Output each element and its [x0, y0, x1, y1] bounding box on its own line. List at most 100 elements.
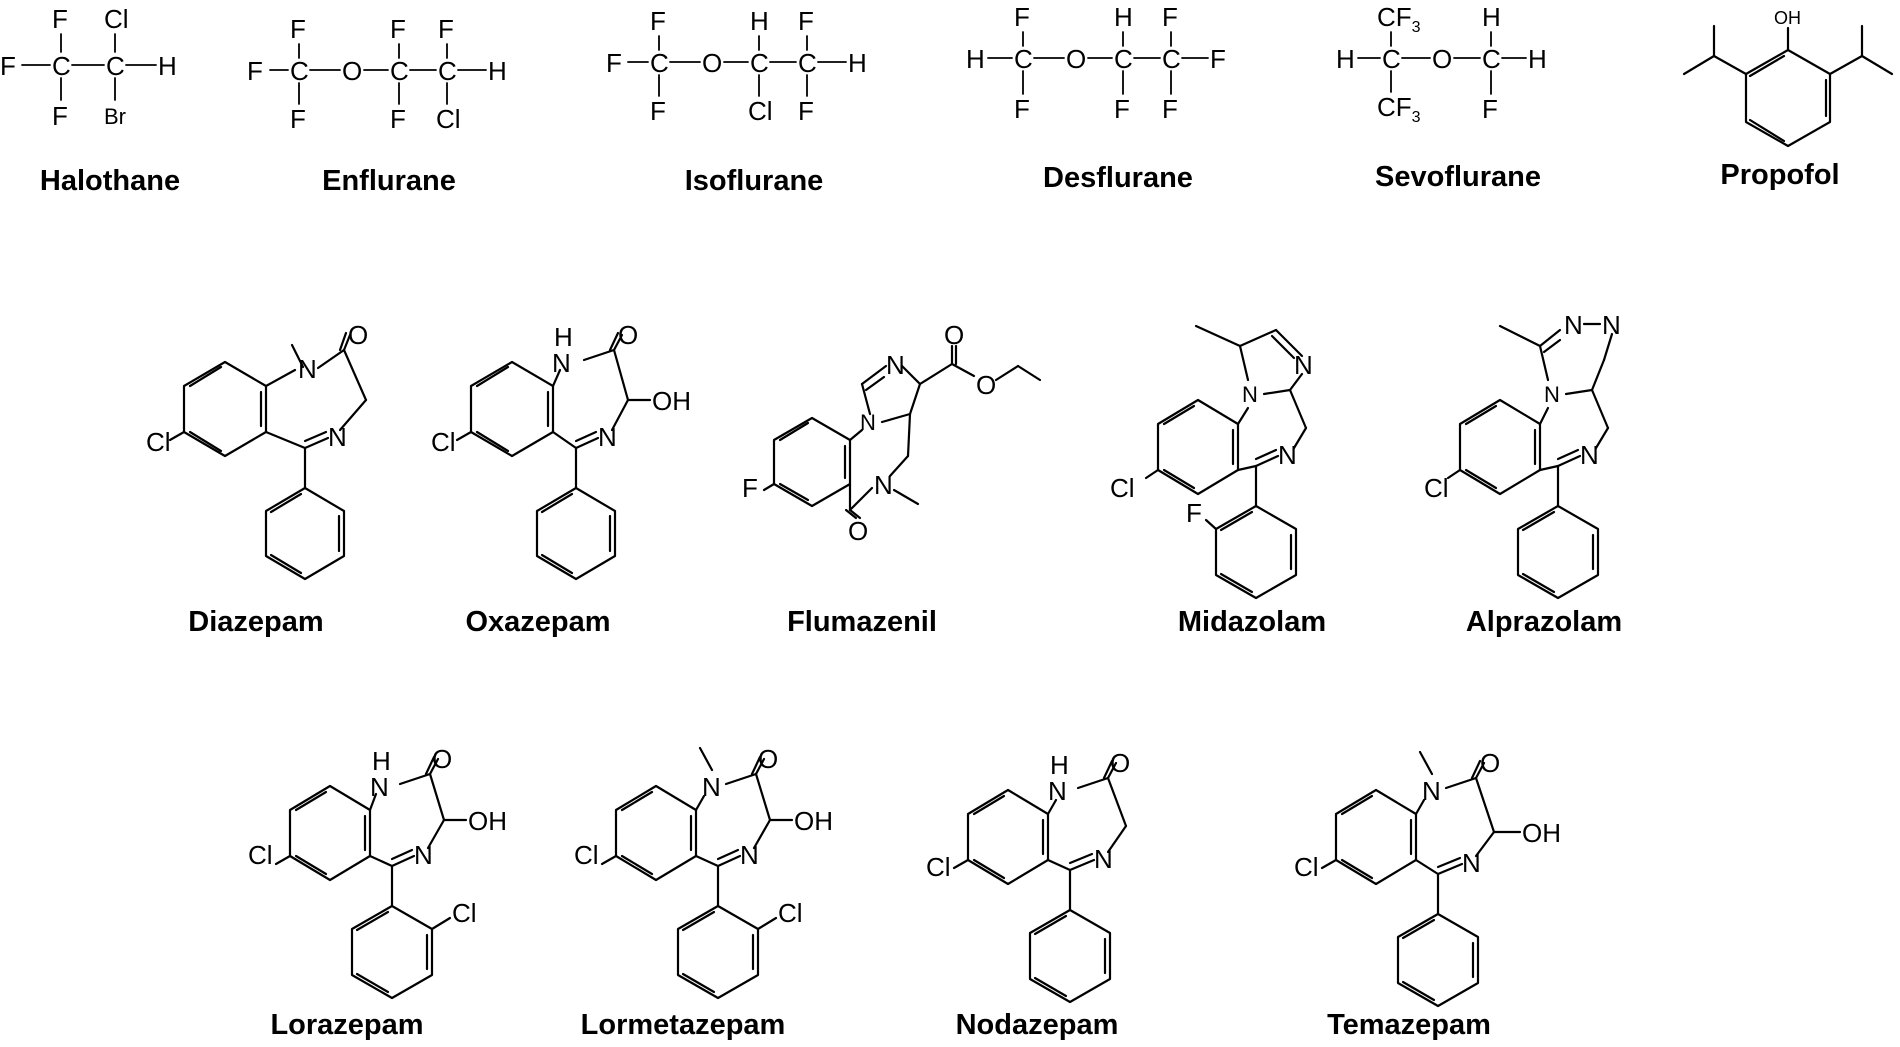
atom-label: H [1114, 2, 1133, 32]
atom-label: N [1242, 382, 1258, 407]
atom-label: F [0, 51, 16, 81]
atom-label: F [1482, 94, 1498, 124]
compound-name: Enflurane [322, 165, 456, 197]
atom-label: Cl [146, 427, 171, 457]
atom-label: N [1422, 776, 1441, 806]
atom-label: OH [1522, 818, 1561, 848]
atom-label: O [1480, 748, 1500, 778]
atom-label: OH [652, 386, 691, 416]
atom-label: F [438, 14, 454, 44]
atom-label: O [1066, 44, 1086, 74]
atom-label: O [348, 320, 368, 350]
atom-label: N [1544, 382, 1560, 407]
atom-label: F [1162, 94, 1178, 124]
atom-label: C [1382, 44, 1401, 74]
halothane-structure: F Cl F C C H F Br [0, 4, 177, 131]
atom-label: H [848, 48, 867, 78]
atom-label: Cl [248, 840, 273, 870]
atom-label: O [848, 516, 868, 546]
atom-label: H [488, 56, 507, 86]
atom-label: Cl [748, 96, 773, 126]
compound-name: Diazepam [188, 606, 323, 638]
atom-label: N [702, 772, 721, 802]
atom-label: H [372, 746, 391, 776]
lorazepam-structure: H N O OH N Cl Cl [248, 744, 507, 1000]
atom-label: F [606, 48, 622, 78]
atom-label: N [328, 422, 347, 452]
atom-label: CF3 [1377, 2, 1421, 36]
atom-label: O [1110, 748, 1130, 778]
atom-label: F [798, 6, 814, 36]
atom-label: F [650, 96, 666, 126]
atom-label: C [1014, 44, 1033, 74]
compound-name: Isoflurane [685, 165, 824, 197]
nodazepam-structure: H N O N Cl [926, 748, 1130, 1004]
compound-name: Flumazenil [787, 606, 937, 638]
atom-label: N [886, 350, 905, 380]
compound-name: Lormetazepam [581, 1009, 786, 1041]
atom-label: N [1564, 310, 1583, 340]
atom-label: C [52, 51, 71, 81]
atom-label: N [1048, 776, 1067, 806]
atom-label: F [1014, 94, 1030, 124]
atom-label: N [874, 470, 893, 500]
atom-label: Cl [431, 427, 456, 457]
alprazolam-structure: N N N N Cl [1424, 310, 1621, 600]
atom-label: C [1162, 44, 1181, 74]
atom-label: F [1114, 94, 1130, 124]
atom-label: F [1014, 2, 1030, 32]
atom-label: F [52, 101, 68, 131]
atom-label: C [438, 56, 457, 86]
compound-name: Sevoflurane [1375, 161, 1541, 193]
flumazenil-structure: O O N N N O F [742, 320, 1042, 546]
atom-label: N [298, 354, 317, 384]
atom-label: F [390, 104, 406, 134]
atom-label: Cl [778, 898, 803, 928]
atom-label: C [1482, 44, 1501, 74]
atom-label: N [740, 840, 759, 870]
atom-label: C [390, 56, 409, 86]
atom-label: O [432, 744, 452, 774]
atom-label: H [1336, 44, 1355, 74]
atom-label: N [598, 422, 617, 452]
atom-label: OH [794, 806, 833, 836]
atom-label: F [798, 96, 814, 126]
atom-label: N [370, 772, 389, 802]
atom-label: N [860, 410, 876, 435]
atom-label: O [944, 320, 964, 350]
atom-label: N [1602, 310, 1621, 340]
atom-label: H [966, 44, 985, 74]
atom-label: N [414, 840, 433, 870]
atom-label: C [106, 51, 125, 81]
atom-label: N [1294, 350, 1313, 380]
compound-name: Midazolam [1178, 606, 1326, 638]
atom-label: Cl [1110, 473, 1135, 503]
atom-label: N [552, 348, 571, 378]
atom-label: O [702, 48, 722, 78]
atom-label: C [650, 48, 669, 78]
atom-label: Cl [1424, 473, 1449, 503]
atom-label: Cl [926, 852, 951, 882]
atom-label: O [342, 56, 362, 86]
atom-label: Cl [1294, 852, 1319, 882]
atom-label: OH [1774, 8, 1801, 28]
atom-label: O [976, 370, 996, 400]
atom-label: Cl [436, 104, 461, 134]
atom-label: OH [468, 806, 507, 836]
oxazepam-structure: H N O OH N Cl [431, 320, 691, 581]
atom-label: F [742, 473, 758, 503]
compound-name: Propofol [1720, 159, 1839, 191]
lormetazepam-structure: N O OH N Cl Cl [574, 744, 833, 1000]
atom-label: N [1278, 440, 1297, 470]
atom-label: CF3 [1377, 92, 1421, 126]
isoflurane-structure: F H F F C O C C H F Cl F [606, 6, 867, 126]
compound-name: Halothane [40, 165, 180, 197]
atom-label: F [390, 14, 406, 44]
atom-label: C [750, 48, 769, 78]
atom-label: H [1528, 44, 1547, 74]
atom-label: C [290, 56, 309, 86]
midazolam-structure: N N N Cl F [1110, 324, 1313, 600]
atom-label: F [290, 14, 306, 44]
